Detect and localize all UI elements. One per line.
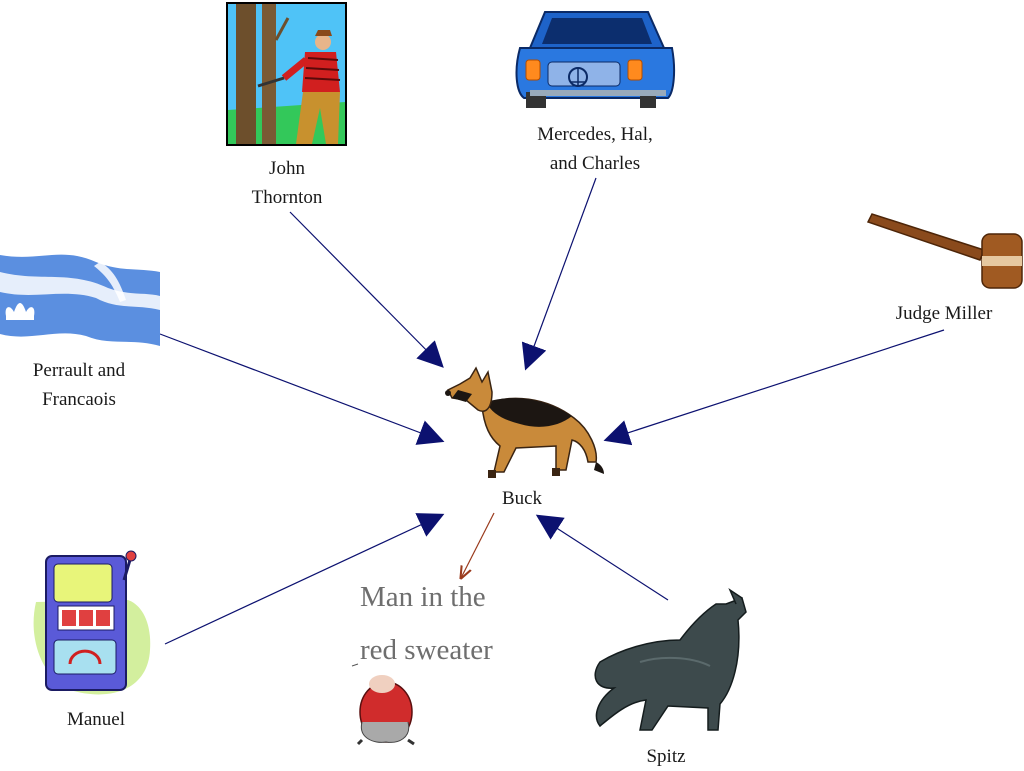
- annotation-man-in-red-sweater: Man in the red sweater: [360, 581, 493, 666]
- label-john-thornton: John Thornton: [251, 158, 323, 208]
- lumberjack-icon: [226, 2, 347, 146]
- connectors: [159, 177, 945, 645]
- german-shepherd-dog-icon: [445, 366, 604, 478]
- arrow-manuel-to-buck: [164, 513, 445, 645]
- arrow-buck-to-man-in-red-sweater: [461, 512, 495, 578]
- arrow-mercedes-to-buck: [521, 177, 597, 371]
- arrow-judge-miller-to-buck: [603, 329, 945, 446]
- gavel-icon: [866, 213, 1023, 289]
- howling-wolf-icon: [594, 587, 747, 731]
- slot-machine-icon: [33, 550, 151, 695]
- label-spitz: Spitz: [646, 746, 686, 767]
- label-buck: Buck: [501, 488, 543, 509]
- label-manuel: Manuel: [66, 709, 126, 730]
- arrow-spitz-to-buck: [535, 514, 669, 601]
- label-perrault-francaois: Perrault and Francaois: [32, 360, 126, 410]
- red-sweater-man-icon: [351, 663, 415, 746]
- quebec-flag-icon: [0, 254, 160, 346]
- label-mercedes-hal-charles: Mercedes, Hal, and Charles: [537, 124, 653, 174]
- label-judge-miller: Judge Miller: [895, 303, 993, 324]
- blue-car-icon: [515, 11, 676, 108]
- arrow-john-thornton-to-buck: [289, 211, 444, 368]
- arrow-perrault-to-buck: [159, 333, 445, 445]
